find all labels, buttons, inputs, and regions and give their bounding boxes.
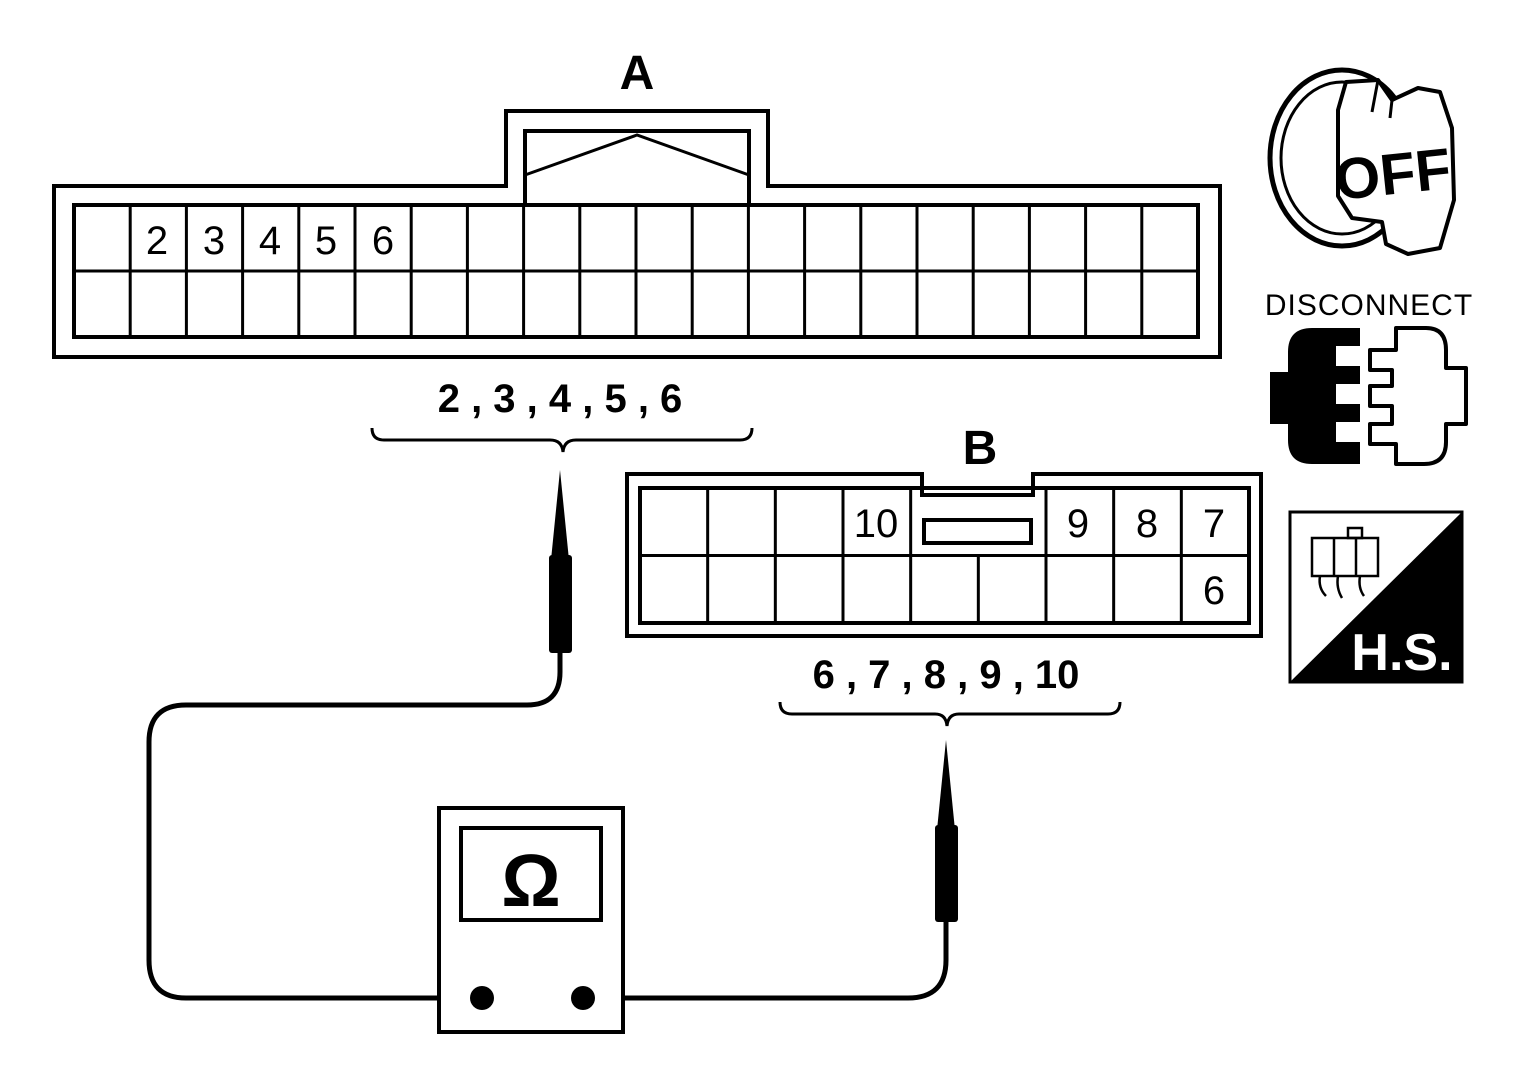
probe-a-handle: [549, 555, 572, 653]
connector-a-pin: 2: [146, 219, 168, 263]
connector-b-pin: 8: [1136, 502, 1158, 546]
probe-b-tip: [937, 740, 955, 830]
ohm-symbol: Ω: [501, 839, 560, 922]
harness-side-icon: H.S.: [1288, 510, 1464, 684]
connector-a-pin: 5: [315, 219, 337, 263]
connector-a-cells: [74, 205, 1198, 337]
ignition-off-icon: OFF: [1267, 67, 1456, 256]
connector-b: B 10 9 8 7 6 6 , 7 , 8 , 9 , 10: [625, 422, 1263, 727]
connector-b-pin: 10: [854, 502, 899, 546]
ohmmeter: Ω: [437, 806, 625, 1034]
connector-b-lock-slot: [922, 518, 1033, 545]
connector-b-label: B: [963, 422, 998, 475]
connector-b-probe-label: 6 , 7 , 8 , 9 , 10: [813, 653, 1080, 697]
connector-a-label: A: [620, 47, 655, 100]
connector-a-pin: 3: [203, 219, 225, 263]
connector-b-pin: 7: [1203, 502, 1225, 546]
ohmmeter-display: [459, 826, 603, 922]
ignition-off-text: OFF: [1332, 136, 1454, 213]
probe-b-lead-wire: [583, 921, 949, 1001]
probe-a-tip: [551, 470, 569, 560]
ohmmeter-terminal-right: [571, 986, 595, 1010]
probe-a: [146, 470, 572, 1001]
probe-b: [583, 740, 958, 1001]
ohmmeter-terminal-left: [470, 986, 494, 1010]
disconnect-connector-icon: [1270, 326, 1468, 466]
connector-a: A 2 3 4 5 6 2 , 3 , 4 , 5 , 6: [52, 47, 1222, 453]
connector-b-cells: [640, 488, 1249, 623]
disconnect-label: DISCONNECT: [1265, 289, 1473, 322]
connector-a-latch-ramp: [524, 133, 750, 177]
connector-a-pin: 4: [259, 219, 281, 263]
harness-connector-icon: [1310, 526, 1380, 599]
connector-a-probe-label: 2 , 3 , 4 , 5 , 6: [438, 377, 683, 421]
connector-a-pin: 6: [372, 219, 394, 263]
connector-b-brace: [778, 701, 1122, 727]
connector-b-pin: 9: [1067, 502, 1089, 546]
connector-b-pin: 6: [1203, 569, 1225, 613]
connector-a-brace: [370, 427, 754, 453]
probe-b-handle: [935, 825, 958, 922]
probe-a-lead-wire: [146, 652, 563, 1001]
connector-a-latch: [523, 129, 751, 204]
harness-side-text: H.S.: [1351, 624, 1452, 682]
